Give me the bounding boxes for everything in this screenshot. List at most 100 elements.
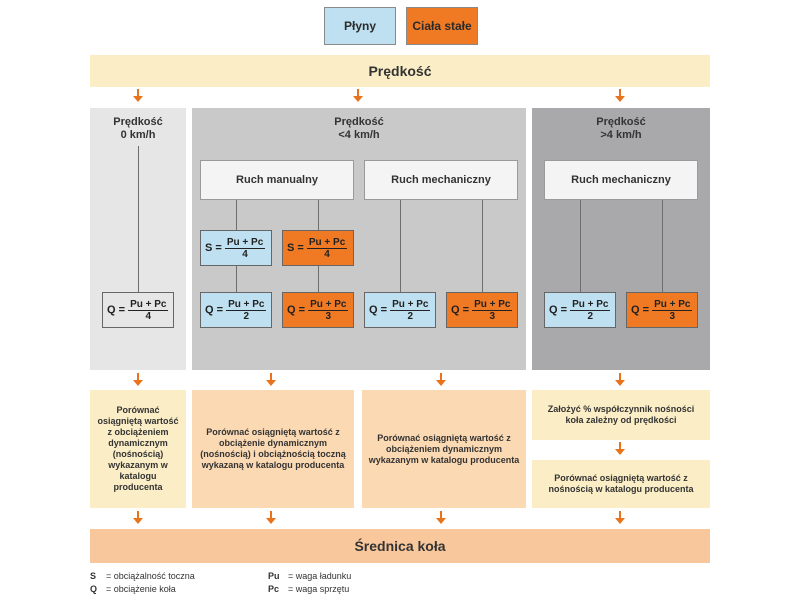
panel-title-line1: Prędkość [596, 116, 646, 128]
legend-q: Q = obciążenie koła [90, 584, 260, 594]
legend-description: = obciążalność toczna [106, 571, 195, 581]
action-text: Porównać osiągniętą wartość z obciążenie… [200, 427, 346, 470]
action-box-speed-factor: Założyć % współczynnik nośności koła zal… [532, 390, 710, 440]
arrow-down-icon [265, 511, 277, 525]
panel-title-line2: <4 km/h [338, 129, 380, 141]
mode-manual-box: Ruch manualny [200, 160, 354, 200]
panel-title: Prędkość 0 km/h [90, 116, 186, 142]
numerator: Pu + Pc [308, 298, 349, 311]
action-text: Założyć % współczynnik nośności koła zal… [547, 404, 695, 425]
legend-pu: Pu = waga ładunku [268, 571, 438, 581]
denominator: 2 [243, 310, 250, 322]
panel-title: Prędkość >4 km/h [532, 116, 710, 142]
numerator: Pu + Pc [306, 236, 348, 249]
panel-speed-low: Prędkość <4 km/h Ruch manualny Ruch mech… [192, 108, 526, 370]
speed-band: Prędkość [90, 55, 710, 87]
panel-speed-high: Prędkość >4 km/h Ruch mechaniczny Q = Pu… [532, 108, 710, 370]
wheel-diameter-label: Średnica koła [354, 538, 446, 554]
connector-line [138, 146, 139, 292]
arrow-down-icon [435, 373, 447, 387]
mode-manual-label: Ruch manualny [236, 174, 318, 186]
arrow-down-icon [265, 373, 277, 387]
legend-description: = waga ładunku [288, 571, 352, 581]
panel-title-line1: Prędkość [113, 116, 163, 128]
legend-symbol: Pc [268, 584, 280, 594]
numerator: Pu + Pc [472, 298, 513, 311]
arrow-down-icon [614, 373, 626, 387]
arrow-down-icon [614, 442, 626, 456]
action-text: Porównać osiągniętą wartość z obciążenie… [97, 405, 179, 492]
connector-line [236, 266, 237, 292]
legend-fluids-label: Płyny [343, 19, 376, 33]
mode-mechanical-label: Ruch mechaniczny [391, 174, 491, 186]
legend-symbol: S [90, 571, 97, 581]
denominator: 4 [242, 248, 248, 260]
legend-symbol: Pu [268, 571, 280, 581]
connector-line [580, 200, 581, 292]
panel-title-line2: 0 km/h [120, 129, 156, 141]
wheel-diameter-band: Średnica koła [90, 529, 710, 563]
numerator: Pu + Pc [390, 298, 431, 311]
legend-fluids: Płyny [324, 7, 396, 45]
connector-line [236, 200, 237, 230]
mode-mechanical-high-box: Ruch mechaniczny [544, 160, 698, 200]
legend-symbol: Q [90, 584, 98, 594]
numerator: Pu + Pc [226, 298, 267, 311]
connector-line [662, 200, 663, 292]
numerator: Pu + Pc [128, 298, 169, 311]
panel-title-line1: Prędkość [334, 116, 384, 128]
action-box-mechanical: Porównać osiągniętą wartość z obciążenie… [362, 390, 526, 508]
arrow-down-icon [352, 89, 364, 103]
denominator: 3 [325, 310, 332, 322]
connector-line [318, 200, 319, 230]
denominator: 2 [587, 310, 594, 322]
arrow-down-icon [132, 511, 144, 525]
legend-s: S = obciążalność toczna [90, 571, 260, 581]
denominator: 4 [145, 310, 152, 322]
action-text: Porównać osiągniętą wartość z nośnością … [548, 473, 694, 494]
legend-description: = obciążenie koła [106, 584, 176, 594]
legend-description: = waga sprzętu [288, 584, 350, 594]
connector-line [482, 200, 483, 292]
legend-pc: Pc = waga sprzętu [268, 584, 438, 594]
legend-solids-label: Ciała stałe [412, 19, 472, 33]
action-text: Porównać osiągniętą wartość z obciążenie… [368, 432, 520, 465]
denominator: 3 [489, 310, 496, 322]
legend-solids: Ciała stałe [406, 7, 478, 45]
action-box-manual: Porównać osiągniętą wartość z obciążenie… [192, 390, 354, 508]
speed-band-label: Prędkość [368, 63, 432, 79]
mode-mechanical-high-label: Ruch mechaniczny [571, 174, 671, 186]
numerator: Pu + Pc [570, 298, 611, 311]
arrow-down-icon [614, 511, 626, 525]
connector-line [400, 200, 401, 292]
arrow-down-icon [614, 89, 626, 103]
numerator: Pu + Pc [652, 298, 693, 311]
numerator: Pu + Pc [224, 236, 266, 249]
action-box-zero: Porównać osiągniętą wartość z obciążenie… [90, 390, 186, 508]
arrow-down-icon [132, 89, 144, 103]
denominator: 4 [324, 248, 330, 260]
denominator: 2 [407, 310, 414, 322]
action-box-compare-capacity: Porównać osiągniętą wartość z nośnością … [532, 460, 710, 508]
mode-mechanical-box: Ruch mechaniczny [364, 160, 518, 200]
arrow-down-icon [132, 373, 144, 387]
